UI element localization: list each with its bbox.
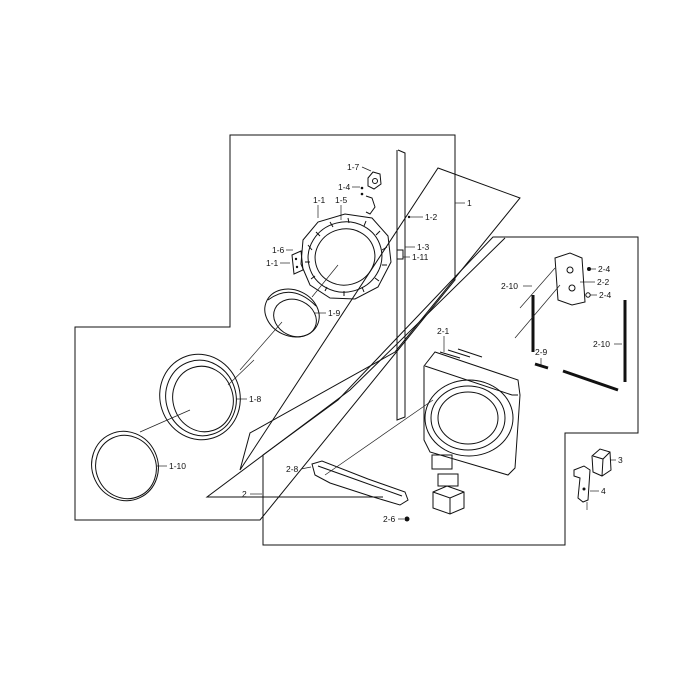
assembly-1-outline xyxy=(74,134,456,521)
door-frame-plane-outline xyxy=(239,167,521,471)
hinge-bracket-part xyxy=(291,250,304,275)
screw-set-part xyxy=(360,186,376,215)
callout-2-4b: 2-4 xyxy=(599,290,612,300)
hinge-plate-part xyxy=(554,252,586,306)
door-outer-glass-part xyxy=(91,430,159,502)
callout-2-9: 2-9 xyxy=(535,347,548,357)
callout-3: 3 xyxy=(618,455,623,465)
callout-2: 2 xyxy=(242,489,247,499)
trim-bar-bottom-part xyxy=(562,369,619,392)
callout-1-8: 1-8 xyxy=(249,394,262,404)
callout-2-8: 2-8 xyxy=(286,464,299,474)
front-panel-part xyxy=(423,348,521,476)
switch-module-part xyxy=(432,473,465,515)
callout-1-2: 1-2 xyxy=(425,212,438,222)
callout-2-1: 2-1 xyxy=(437,326,450,336)
door-lock-part xyxy=(591,448,612,477)
callout-1-10: 1-10 xyxy=(169,461,186,471)
callout-1-9: 1-9 xyxy=(328,308,341,318)
callout-4: 4 xyxy=(601,486,606,496)
callout-2-4a: 2-4 xyxy=(598,264,611,274)
hinge-plane-outline xyxy=(396,149,406,421)
door-inner-frame-part xyxy=(300,213,392,300)
door-handle-part xyxy=(311,460,409,506)
callout-2-10b: 2-10 xyxy=(593,339,610,349)
latch-hook-part xyxy=(367,171,382,190)
callout-2-6: 2-6 xyxy=(383,514,396,524)
door-trim-ring-part xyxy=(159,353,241,441)
callout-1-7: 1-7 xyxy=(347,162,360,172)
callout-2-10a: 2-10 xyxy=(501,281,518,291)
callout-2-2: 2-2 xyxy=(597,277,610,287)
callout-1-5: 1-5 xyxy=(335,195,348,205)
assembly-2-outline xyxy=(262,236,639,546)
hinge-pin-part xyxy=(396,249,404,260)
callout-1: 1 xyxy=(467,198,472,208)
door-glass-part xyxy=(264,288,320,338)
callout-1-6: 1-6 xyxy=(272,245,285,255)
lock-bracket-part xyxy=(573,465,591,510)
callout-1-4: 1-4 xyxy=(338,182,351,192)
panel-plane-outline xyxy=(205,237,506,498)
callout-1-1: 1-1 xyxy=(313,195,326,205)
callout-1-1b: 1-1 xyxy=(266,258,279,268)
callout-1-3: 1-3 xyxy=(417,242,430,252)
callout-1-11: 1-11 xyxy=(412,252,429,262)
